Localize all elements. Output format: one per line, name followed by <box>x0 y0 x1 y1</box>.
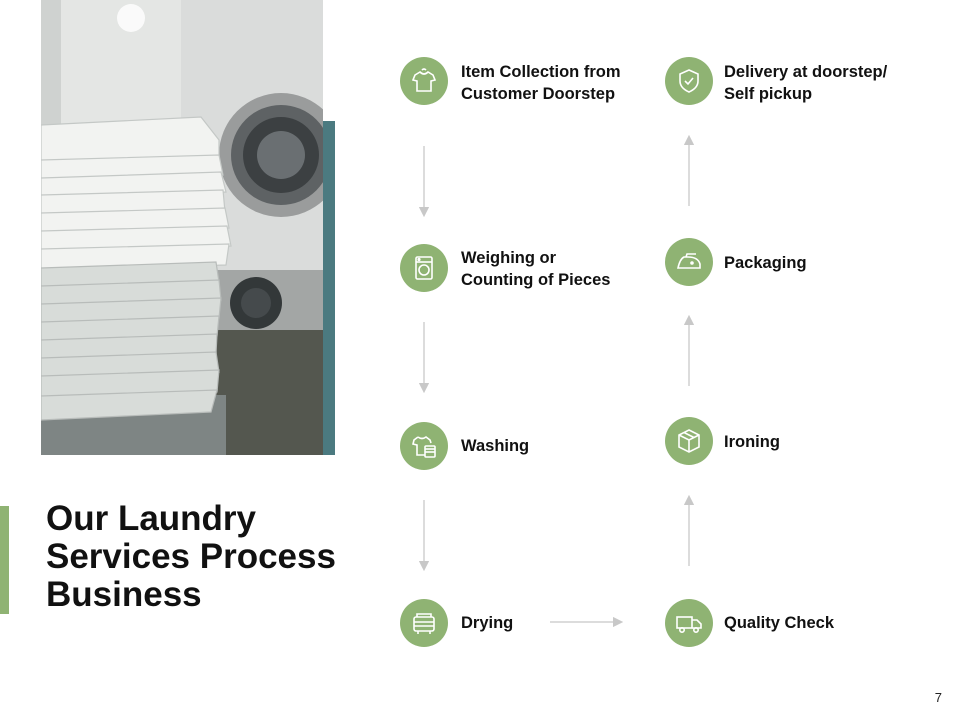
washing-machine-icon <box>400 244 448 292</box>
step-label-delivery: Delivery at doorstep/ Self pickup <box>724 63 888 103</box>
step-label-packaging: Packaging <box>724 254 807 272</box>
laundry-photo <box>41 0 323 455</box>
dryer-icon <box>400 599 448 647</box>
step-label-collection: Item Collection from Customer Doorstep <box>461 63 621 103</box>
green-accent-bar <box>0 506 9 614</box>
teal-accent-bar <box>323 121 335 455</box>
step-label-quality: Quality Check <box>724 614 835 632</box>
step-label-weighing: Weighing or Counting of Pieces <box>461 249 611 289</box>
box-icon <box>665 417 713 465</box>
shield-check-icon <box>665 57 713 105</box>
slide-title: Our Laundry Services Process Business <box>46 499 336 614</box>
shirt-washing-icon <box>400 422 448 470</box>
page-number: 7 <box>934 690 942 705</box>
step-label-ironing: Ironing <box>724 433 780 451</box>
iron-icon <box>665 238 713 286</box>
step-label-drying: Drying <box>461 614 514 632</box>
step-label-washing: Washing <box>461 437 530 455</box>
tshirt-icon <box>400 57 448 105</box>
delivery-truck-icon <box>665 599 713 647</box>
